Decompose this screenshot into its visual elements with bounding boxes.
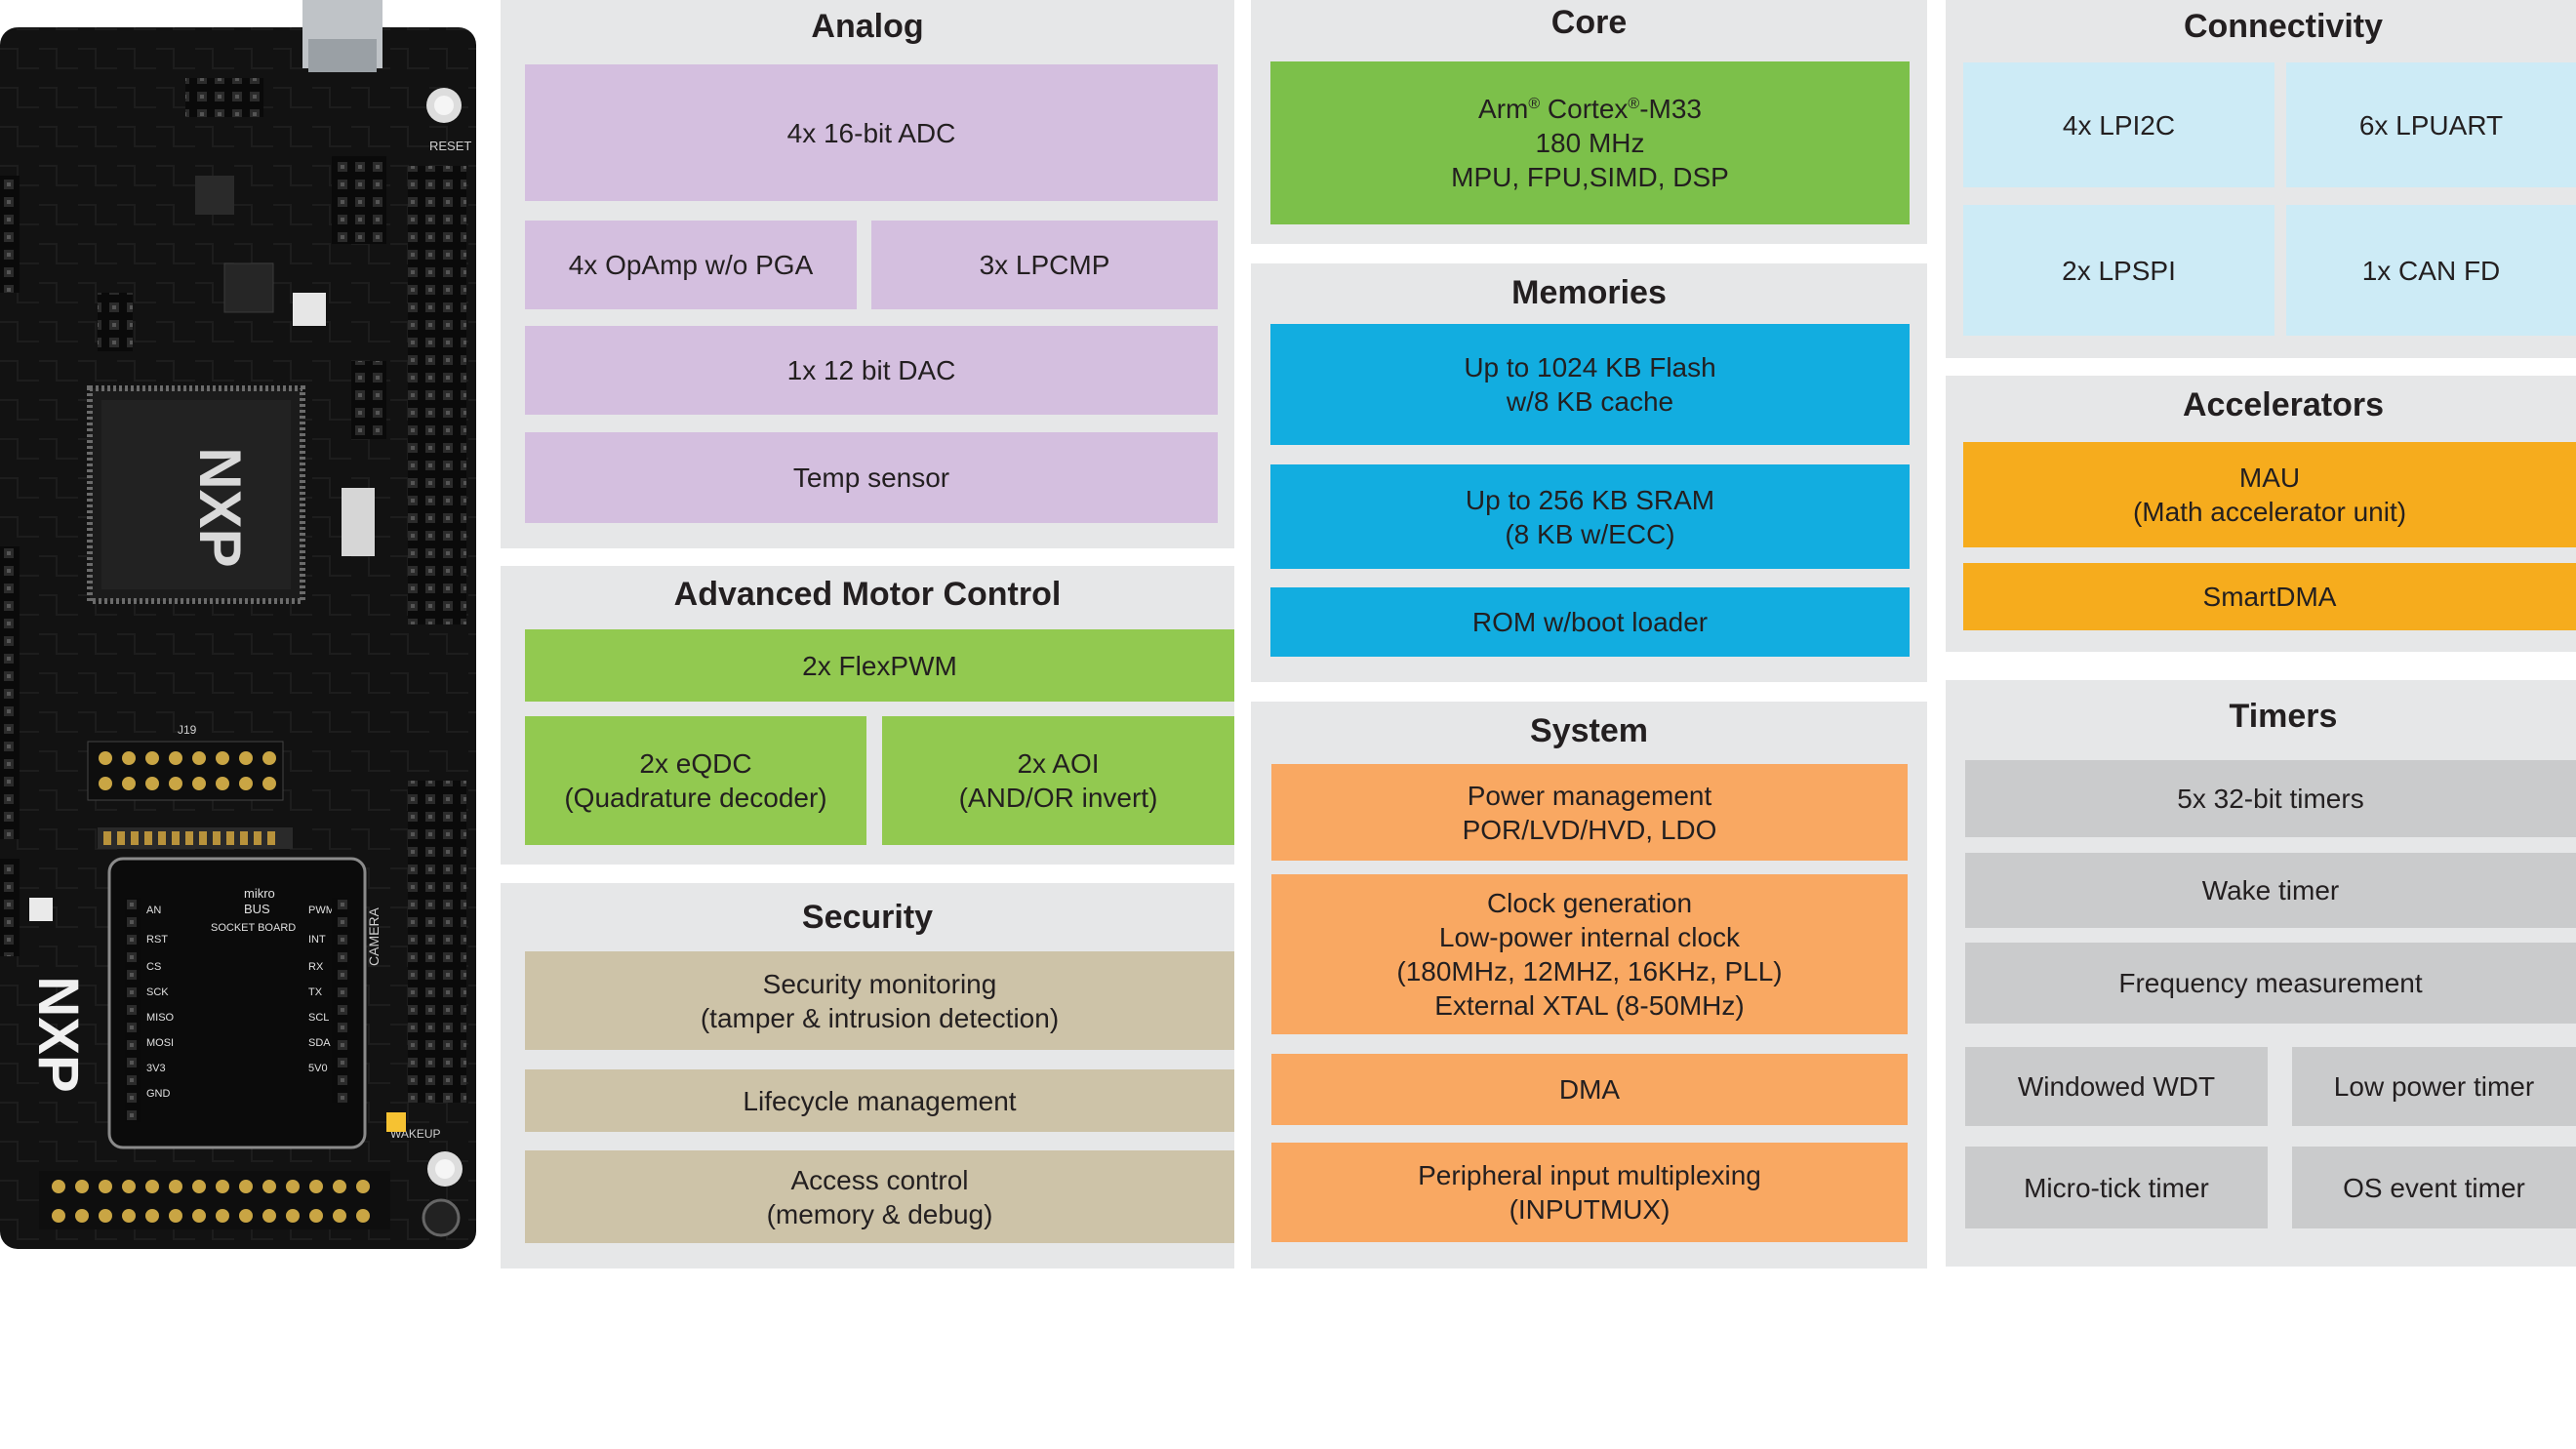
- svg-text:SDA: SDA: [308, 1037, 331, 1049]
- analog-adc-block: 4x 16-bit ADC: [525, 64, 1218, 201]
- memories-sram-block: Up to 256 KB SRAM (8 KB w/ECC): [1270, 464, 1910, 569]
- timers-panel: Timers 5x 32-bit timers Wake timer Frequ…: [1946, 680, 2576, 1267]
- analog-dac-block: 1x 12 bit DAC: [525, 326, 1218, 415]
- system-inputmux-block: Peripheral input multiplexing (INPUTMUX): [1271, 1143, 1908, 1242]
- board-photo: RESET NXP J19 mikro BUS SOCKET BOARD AN …: [0, 0, 476, 1249]
- memories-flash-block: Up to 1024 KB Flash w/8 KB cache: [1270, 324, 1910, 445]
- core-cpu-block: Arm® Cortex®-M33 180 MHz MPU, FPU,SIMD, …: [1270, 61, 1910, 224]
- svg-text:AN: AN: [146, 905, 161, 916]
- svg-text:CAMERA: CAMERA: [366, 906, 382, 966]
- svg-text:CS: CS: [146, 961, 161, 973]
- svg-text:SOCKET BOARD: SOCKET BOARD: [211, 922, 296, 934]
- timers-windowed-wdt-block: Windowed WDT: [1965, 1047, 2268, 1126]
- accelerators-panel: Accelerators MAU (Math accelerator unit)…: [1946, 376, 2576, 652]
- svg-text:mikro: mikro: [244, 886, 275, 901]
- system-panel: System Power management POR/LVD/HVD, LDO…: [1251, 702, 1927, 1268]
- connectivity-canfd-block: 1x CAN FD: [2286, 205, 2576, 336]
- security-lifecycle-block: Lifecycle management: [525, 1069, 1234, 1132]
- analog-panel: Analog 4x 16-bit ADC 4x OpAmp w/o PGA 3x…: [501, 0, 1234, 548]
- connectivity-lpspi-block: 2x LPSPI: [1963, 205, 2274, 336]
- nxp-chip-logo: NXP: [187, 447, 253, 567]
- security-monitoring-block: Security monitoring (tamper & intrusion …: [525, 951, 1234, 1050]
- timers-wake-timer-block: Wake timer: [1965, 853, 2576, 928]
- security-title: Security: [801, 899, 934, 936]
- timers-os-event-timer-block: OS event timer: [2292, 1147, 2576, 1228]
- core-title: Core: [1550, 4, 1628, 41]
- motor-eqdc-block: 2x eQDC (Quadrature decoder): [525, 716, 866, 845]
- nxp-board-logo: NXP: [26, 976, 90, 1092]
- analog-opamp-block: 4x OpAmp w/o PGA: [525, 221, 857, 309]
- timers-frequency-measurement-block: Frequency measurement: [1965, 943, 2576, 1024]
- core-cpu-frequency: 180 MHz: [1535, 128, 1645, 158]
- connectivity-panel: Connectivity 4x LPI2C 6x LPUART 2x LPSPI…: [1946, 0, 2576, 358]
- system-power-block: Power management POR/LVD/HVD, LDO: [1271, 764, 1908, 861]
- svg-text:5V0: 5V0: [308, 1063, 328, 1074]
- accelerators-title: Accelerators: [2182, 386, 2384, 423]
- accelerators-smartdma-block: SmartDMA: [1963, 563, 2576, 630]
- security-access-control-block: Access control (memory & debug): [525, 1150, 1234, 1243]
- pin-header: [408, 166, 466, 624]
- svg-text:3V3: 3V3: [146, 1063, 166, 1074]
- core-cpu-name: Arm® Cortex®-M33: [1478, 94, 1702, 124]
- svg-text:J19: J19: [178, 723, 197, 737]
- svg-text:RESET: RESET: [429, 139, 471, 153]
- svg-text:SCL: SCL: [308, 1012, 329, 1024]
- accelerators-mau-block: MAU (Math accelerator unit): [1963, 442, 2576, 547]
- svg-text:TX: TX: [308, 986, 323, 998]
- motor-aoi-block: 2x AOI (AND/OR invert): [882, 716, 1234, 845]
- svg-text:BUS: BUS: [244, 902, 270, 916]
- memories-rom-block: ROM w/boot loader: [1270, 587, 1910, 657]
- core-cpu-features: MPU, FPU,SIMD, DSP: [1451, 162, 1729, 192]
- memories-panel: Memories Up to 1024 KB Flash w/8 KB cach…: [1251, 263, 1927, 682]
- j19-header: [87, 741, 284, 801]
- motor-control-panel: Advanced Motor Control 2x FlexPWM 2x eQD…: [501, 566, 1234, 865]
- timers-32bit-block: 5x 32-bit timers: [1965, 760, 2576, 837]
- core-panel: Core Arm® Cortex®-M33 180 MHz MPU, FPU,S…: [1251, 0, 1927, 244]
- timers-micro-tick-timer-block: Micro-tick timer: [1965, 1147, 2268, 1228]
- system-title: System: [1530, 712, 1648, 749]
- security-panel: Security Security monitoring (tamper & i…: [501, 883, 1234, 1268]
- svg-text:RST: RST: [146, 934, 168, 946]
- svg-text:SCK: SCK: [146, 986, 169, 998]
- connectivity-title: Connectivity: [2183, 8, 2384, 45]
- system-dma-block: DMA: [1271, 1054, 1908, 1125]
- svg-text:INT: INT: [308, 934, 326, 946]
- connectivity-lpuart-block: 6x LPUART: [2286, 62, 2576, 187]
- svg-text:MISO: MISO: [146, 1012, 175, 1024]
- pin-header: [408, 781, 466, 1103]
- svg-text:RX: RX: [308, 961, 324, 973]
- memories-title: Memories: [1511, 274, 1667, 311]
- svg-text:GND: GND: [146, 1088, 171, 1100]
- motor-control-title: Advanced Motor Control: [673, 576, 1062, 613]
- svg-text:PWM: PWM: [308, 905, 335, 916]
- timers-low-power-timer-block: Low power timer: [2292, 1047, 2576, 1126]
- analog-title: Analog: [811, 8, 924, 45]
- mikrobus-socket: [107, 857, 367, 1149]
- analog-temp-sensor-block: Temp sensor: [525, 432, 1218, 523]
- motor-flexpwm-block: 2x FlexPWM: [525, 629, 1234, 702]
- svg-text:MOSI: MOSI: [146, 1037, 174, 1049]
- analog-lpcmp-block: 3x LPCMP: [871, 221, 1218, 309]
- system-clock-block: Clock generation Low-power internal cloc…: [1271, 874, 1908, 1034]
- timers-title: Timers: [2229, 698, 2338, 735]
- connectivity-lpi2c-block: 4x LPI2C: [1963, 62, 2274, 187]
